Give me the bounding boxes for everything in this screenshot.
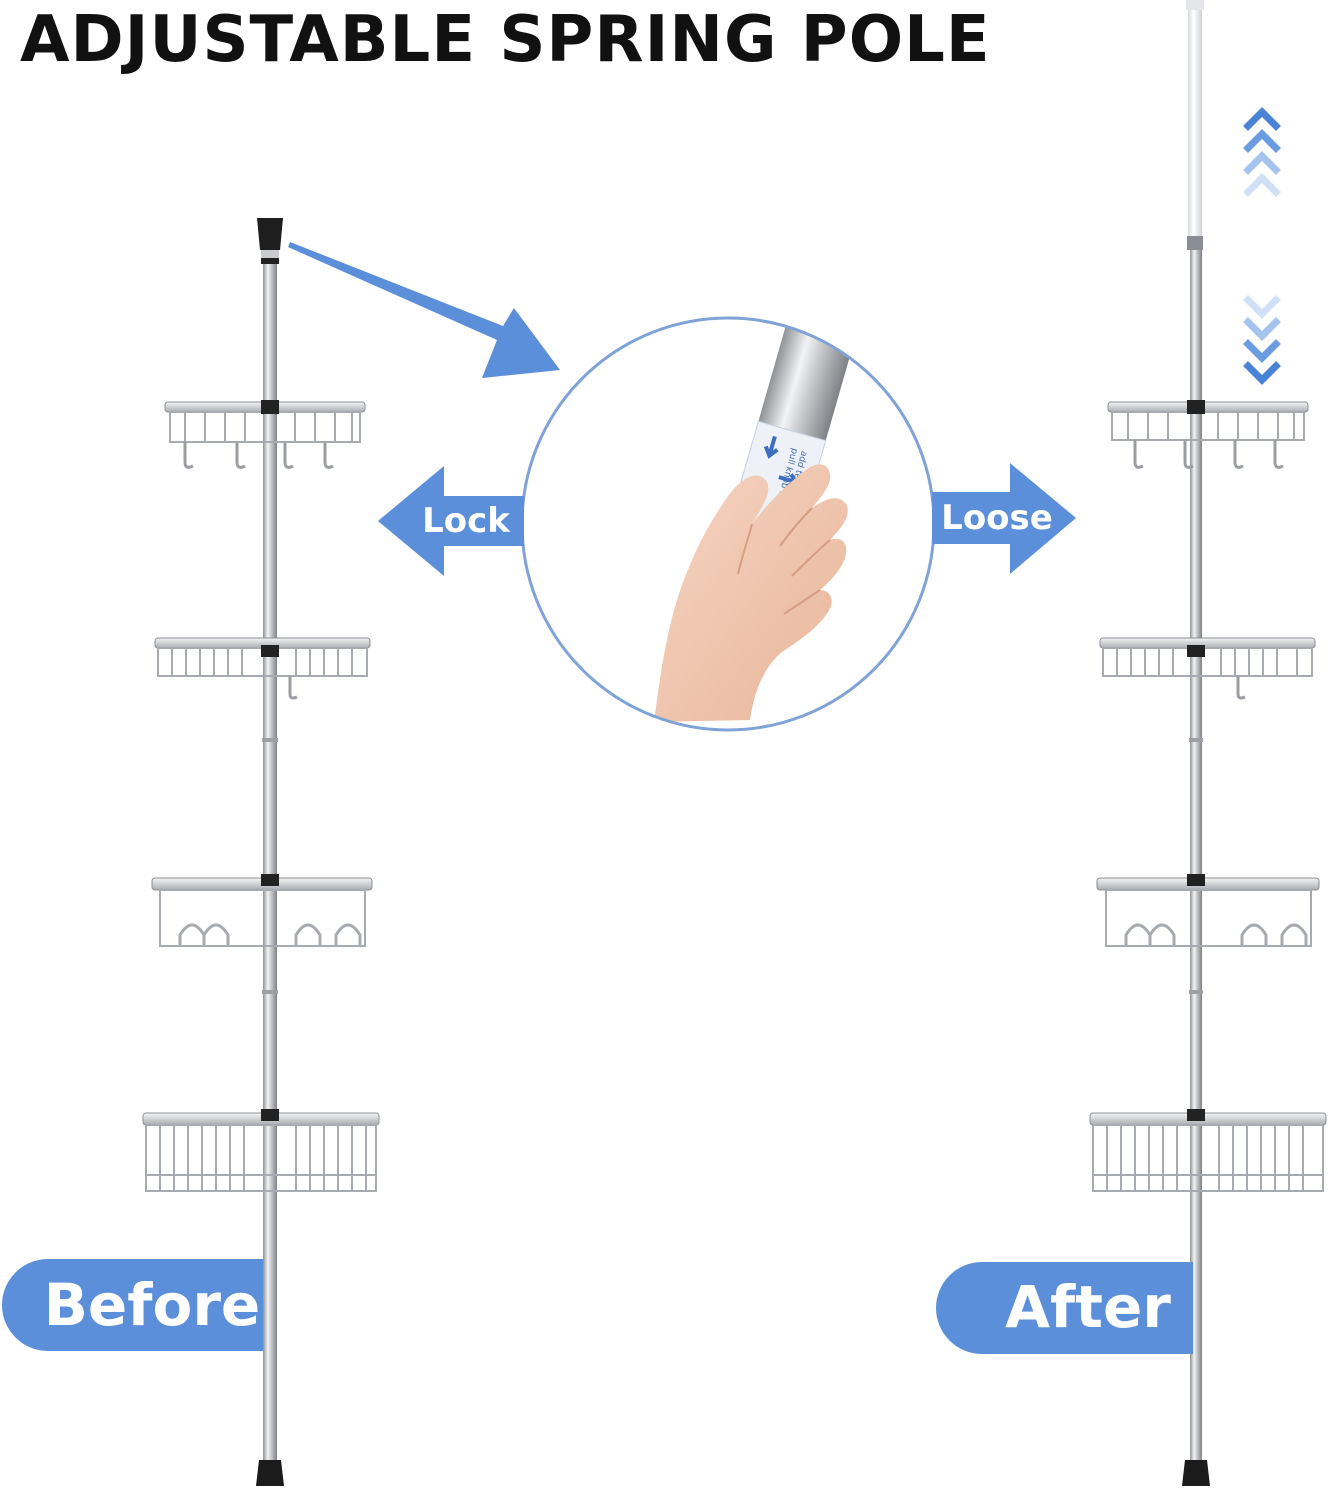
before-tray-4 [142,1109,380,1192]
before-label: Before [44,1271,261,1339]
before-tray-2 [154,637,371,700]
down-chevrons-icon [1243,295,1281,385]
loose-label: Loose [941,498,1053,538]
after-badge: After [936,1262,1193,1354]
before-pole [256,218,284,1486]
after-label: After [1005,1273,1171,1341]
pole-shaft [1190,250,1202,1470]
after-tray-2 [1099,637,1316,700]
hand [654,464,848,722]
after-tray-4 [1089,1109,1327,1192]
after-tray-1 [1107,400,1309,469]
after-tray-3 [1096,874,1320,947]
pole-top-cap [257,218,283,250]
pole-foot [256,1460,284,1486]
lock-label: Lock [422,501,511,541]
before-badge: Before [2,1259,263,1351]
zoom-detail: pull knob to add tension [520,316,936,732]
pole-foot [1182,1460,1210,1486]
before-tray-3 [151,874,373,947]
after-pole [1182,0,1210,1486]
lock-arrow: Lock [378,466,524,576]
loose-arrow: Loose [932,463,1076,574]
pole-shaft [263,245,277,1470]
page-title: ADJUSTABLE SPRING POLE [20,3,991,77]
callout-arrow-icon [288,242,560,378]
before-tray-1 [164,400,366,469]
up-chevrons-icon [1243,107,1281,197]
pole-top-white [1188,8,1202,236]
